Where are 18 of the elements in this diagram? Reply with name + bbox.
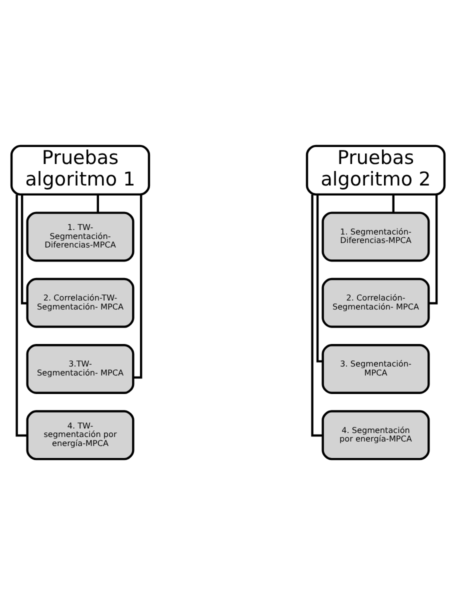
- connector: [20, 194, 28, 304]
- connector: [316, 194, 323, 362]
- connector: [428, 194, 438, 304]
- node-box: 2. Correlación-TW- Segmentación- MPCA: [26, 278, 134, 328]
- node-box: 2. Correlación- Segmentación- MPCA: [322, 278, 430, 328]
- connector: [96, 194, 99, 213]
- node-box: Pruebas algoritmo 2: [306, 144, 446, 196]
- node-box: 4. TW- segmentación por energía-MPCA: [26, 410, 134, 460]
- node-box: 1. Segmentación- Diferencias-MPCA: [322, 212, 430, 262]
- node-box: 4. Segmentación por energía-MPCA: [322, 410, 430, 460]
- node-box: Pruebas algoritmo 1: [10, 144, 150, 196]
- connector: [133, 194, 142, 379]
- node-box: 1. TW- Segmentación- Diferencias-MPCA: [26, 212, 134, 262]
- connector: [392, 194, 394, 213]
- connector: [311, 194, 323, 437]
- connector: [16, 194, 28, 437]
- node-box: 3.TW- Segmentación- MPCA: [26, 344, 134, 394]
- node-box: 3. Segmentación- MPCA: [322, 344, 430, 394]
